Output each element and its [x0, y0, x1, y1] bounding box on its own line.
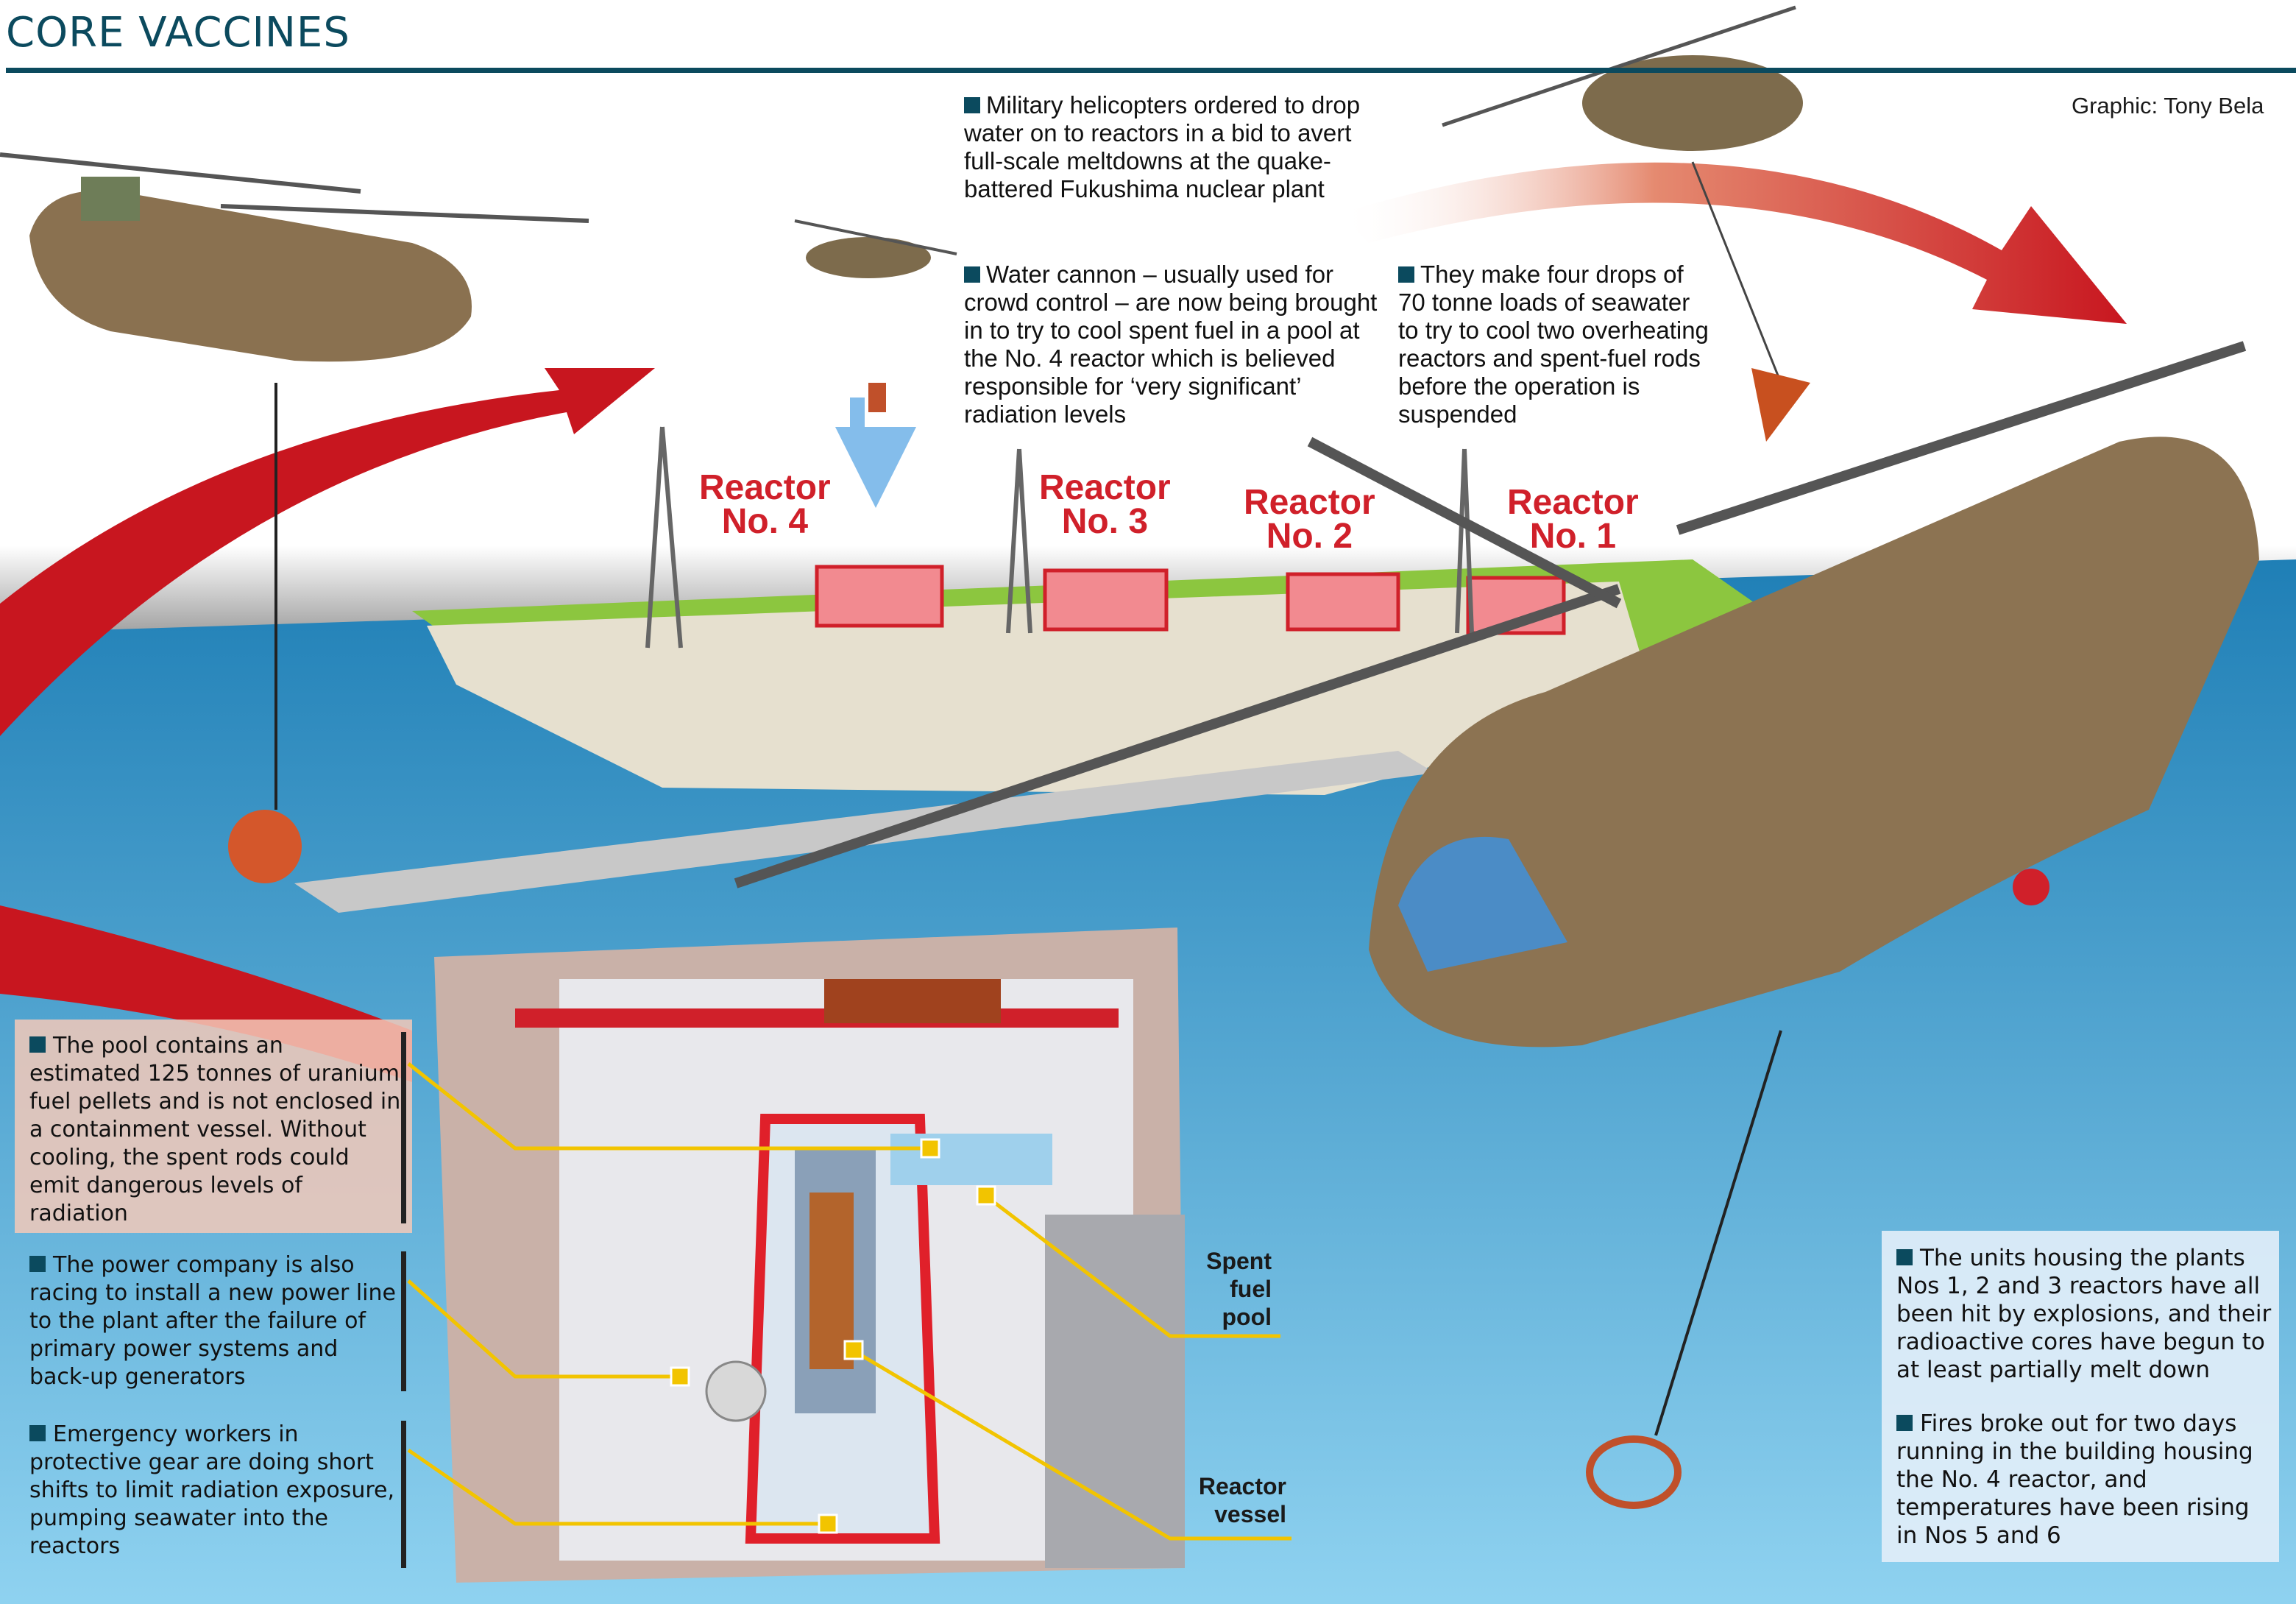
harbour-wall	[294, 751, 1435, 913]
note-divider	[401, 1421, 406, 1568]
reactor-3-building	[1043, 568, 1169, 632]
note-text: Water cannon – usually used for crowd co…	[964, 261, 1378, 428]
bullet-square-icon	[1398, 266, 1414, 283]
note-text: Military helicopters ordered to drop wat…	[964, 91, 1361, 202]
note-four-drops: They make four drops of 70 tonne loads o…	[1398, 261, 1715, 428]
callout-line: vessel	[1214, 1501, 1286, 1527]
bullet-square-icon	[29, 1036, 46, 1053]
note-power-line: The power company is also racing to inst…	[29, 1251, 401, 1391]
callout-lines	[407, 1062, 1292, 1541]
right-notes-panel	[1882, 1231, 2279, 1562]
callout-line: fuel	[1230, 1276, 1272, 1302]
reactor-number: No. 1	[1529, 517, 1617, 556]
note-divider	[401, 1251, 406, 1391]
callout-line: Spent	[1206, 1248, 1272, 1274]
note-fires: Fires broke out for two days running in …	[1896, 1410, 2272, 1550]
top-right-arrow	[1339, 162, 2127, 324]
water-drop-arrow	[835, 398, 916, 508]
note-explosions: The units housing the plants Nos 1, 2 an…	[1896, 1244, 2272, 1384]
reactor-number: No. 3	[1061, 502, 1149, 541]
note-text: The pool contains an estimated 125 tonne…	[29, 1033, 401, 1226]
reactor-cutaway	[434, 928, 1185, 1583]
exhaust-stacks	[645, 426, 1474, 649]
note-emergency-workers: Emergency workers in protective gear are…	[29, 1421, 401, 1561]
note-text: The units housing the plants Nos 1, 2 an…	[1896, 1245, 2272, 1383]
reactor-2-building	[1286, 572, 1400, 632]
bullet-square-icon	[1896, 1415, 1913, 1431]
reactor-label: Reactor	[1039, 468, 1171, 507]
plant-ground	[427, 582, 1656, 795]
page-title: CORE VACCINES	[6, 9, 350, 57]
note-text: They make four drops of 70 tonne loads o…	[1398, 261, 1709, 428]
title-rule	[6, 68, 2296, 73]
note-text: Fires broke out for two days running in …	[1896, 1410, 2253, 1549]
callout-markers	[670, 1138, 996, 1534]
left-note-tint	[15, 1020, 412, 1233]
reactor-label: Reactor	[1244, 483, 1375, 522]
note-water-cannon: Water cannon – usually used for crowd co…	[964, 261, 1383, 428]
bullet-square-icon	[964, 266, 980, 283]
callout-line: Reactor	[1198, 1473, 1286, 1499]
reactor-label: Reactor	[699, 468, 831, 507]
note-text: The power company is also racing to inst…	[29, 1252, 396, 1390]
reactor-number: No. 4	[721, 502, 809, 541]
note-spent-pool: The pool contains an estimated 125 tonne…	[29, 1032, 401, 1228]
reactor-label: Reactor	[1507, 483, 1639, 522]
helicopter-top-right	[1442, 5, 1810, 442]
note-text: Emergency workers in protective gear are…	[29, 1421, 394, 1559]
bullet-square-icon	[964, 97, 980, 113]
callout-line: pool	[1222, 1304, 1272, 1330]
helicopter-large-right	[734, 341, 2259, 1509]
bullet-square-icon	[1896, 1249, 1913, 1265]
left-arrow	[0, 368, 655, 736]
note-helicopters: Military helicopters ordered to drop wat…	[964, 91, 1376, 203]
bullet-square-icon	[29, 1256, 46, 1272]
note-divider	[401, 1032, 406, 1223]
reactor-number: No. 2	[1266, 517, 1353, 556]
helicopter-top-left	[0, 152, 589, 883]
bullet-square-icon	[29, 1425, 46, 1441]
graphic-credit: Graphic: Tony Bela	[2072, 93, 2264, 119]
reactor-4-building	[815, 565, 944, 628]
helicopter-small-center	[794, 219, 957, 412]
